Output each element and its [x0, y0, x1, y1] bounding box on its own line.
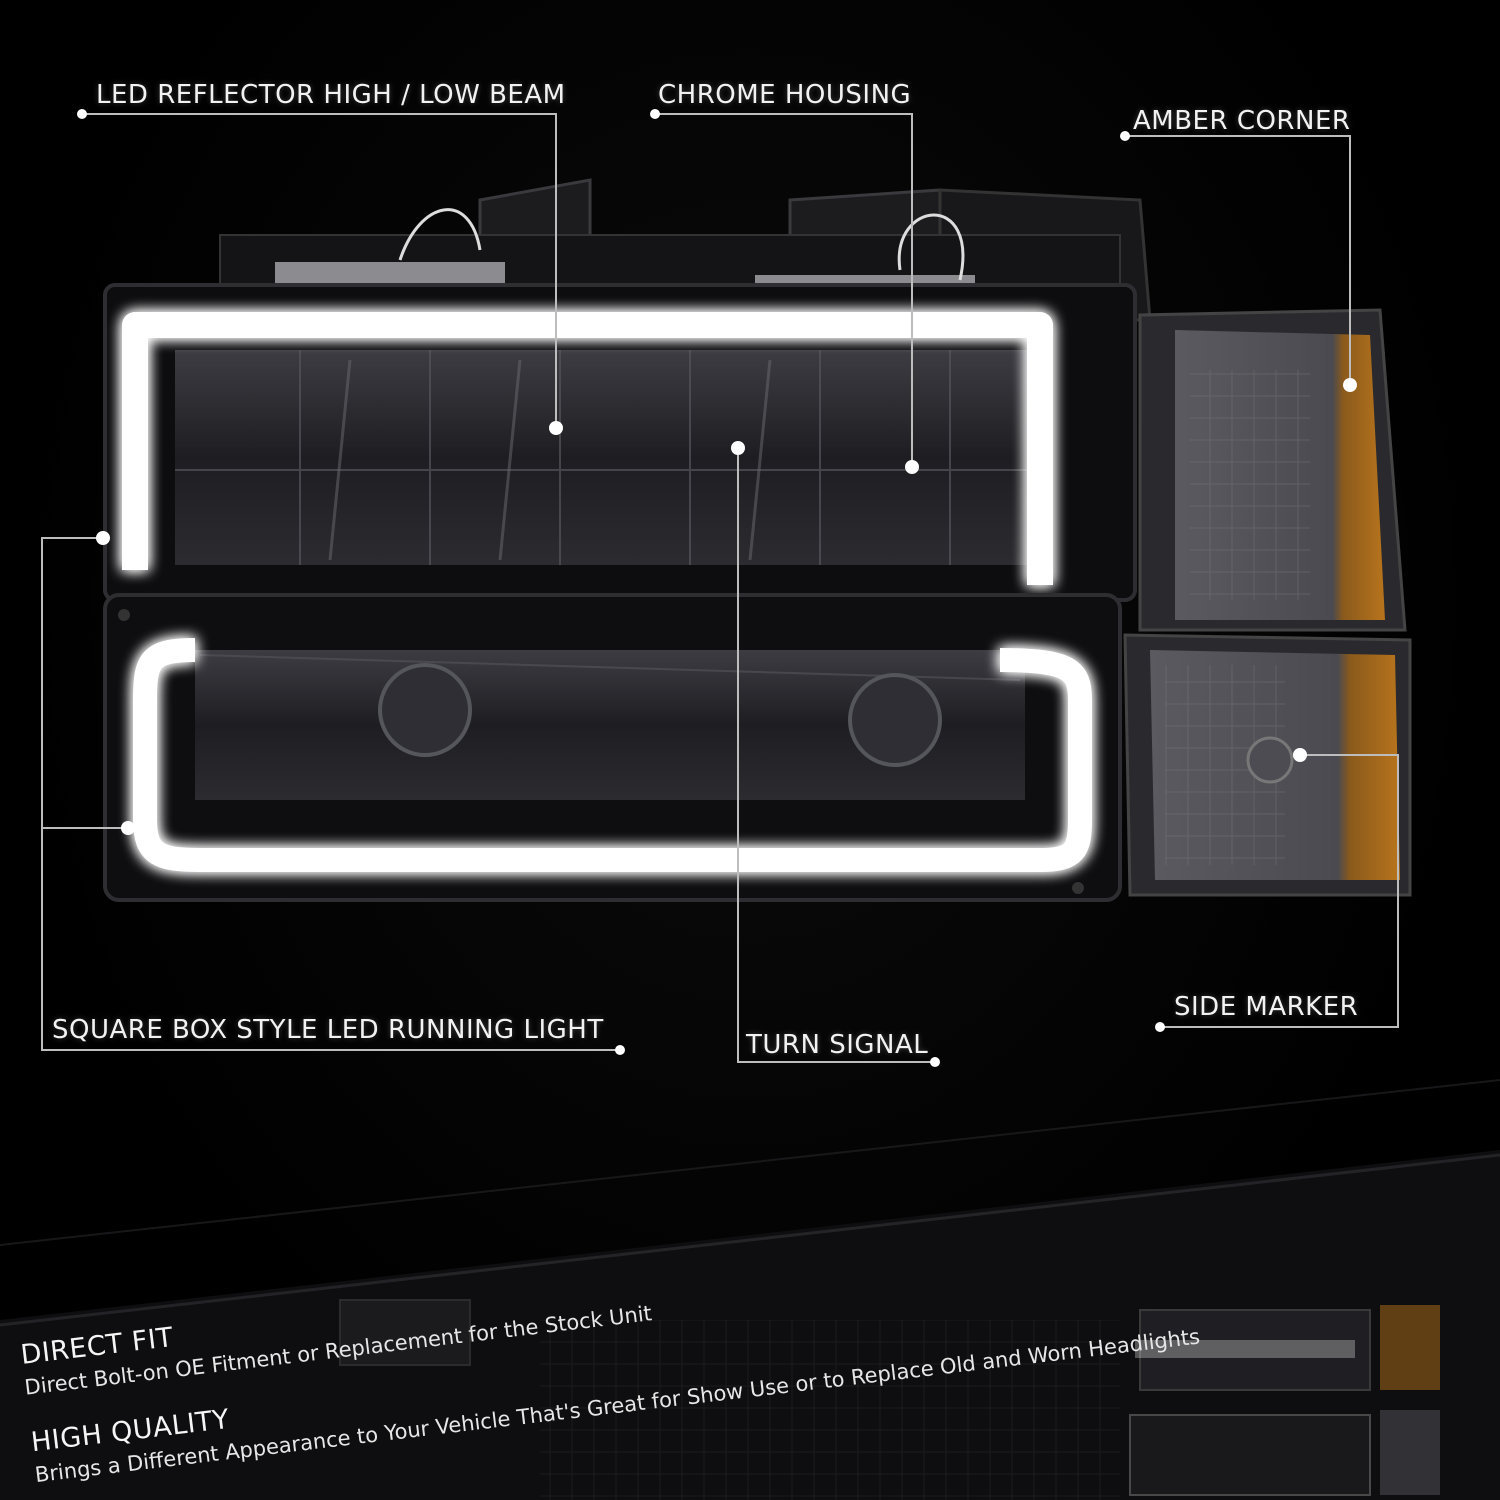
- callout-lines: [41, 113, 1399, 1063]
- callout-side-marker: SIDE MARKER: [1174, 992, 1359, 1022]
- side-marker-light: [1123, 633, 1412, 897]
- upper-headlight: [103, 283, 1137, 602]
- callout-dots: [77, 109, 1357, 1067]
- callout-running-light: SQUARE BOX STYLE LED RUNNING LIGHT: [52, 1015, 604, 1045]
- callout-turn-signal: TURN SIGNAL: [746, 1030, 929, 1060]
- callout-chrome-housing: CHROME HOUSING: [658, 80, 912, 110]
- callout-led-reflector: LED REFLECTOR HIGH / LOW BEAM: [96, 80, 566, 110]
- truck-front-background: [0, 1079, 1500, 1500]
- lower-bumper-light: [103, 593, 1122, 902]
- callout-amber-corner: AMBER CORNER: [1133, 106, 1351, 136]
- amber-corner-light: [1138, 308, 1407, 632]
